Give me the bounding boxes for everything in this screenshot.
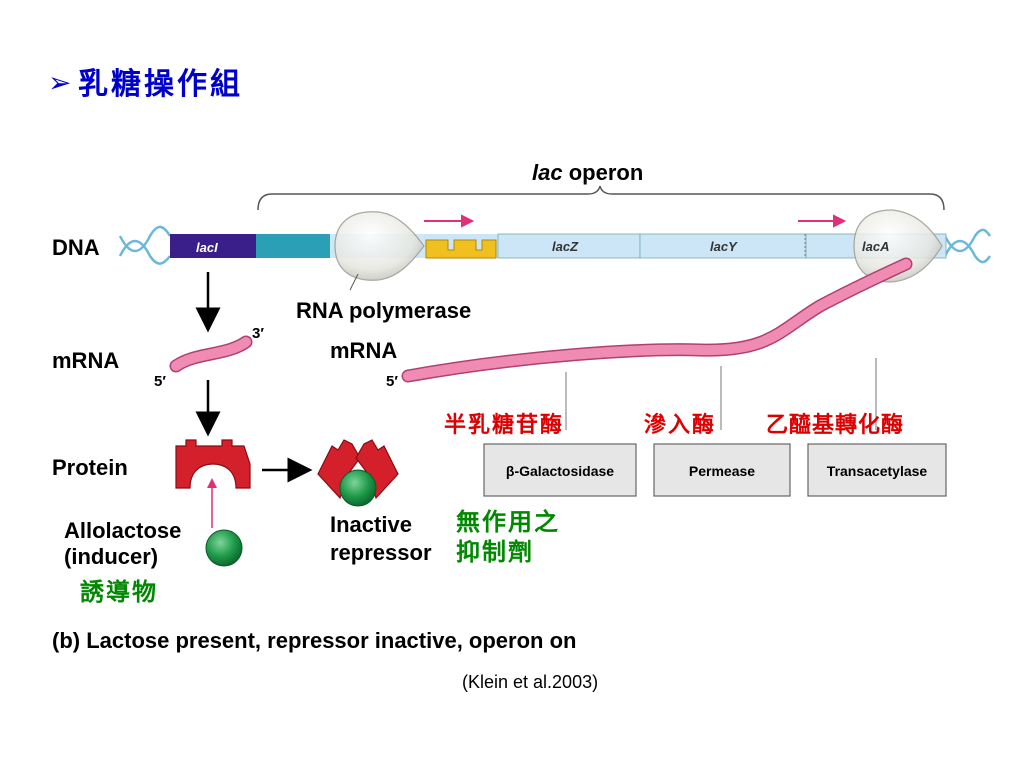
mrna-right-label: mRNA xyxy=(330,338,397,363)
inactive-cn-line2: 抑制劑 xyxy=(456,537,534,566)
enzyme-galactosidase-label: β-Galactosidase xyxy=(506,463,614,479)
lacy-label: lacY xyxy=(710,239,738,254)
rna-polymerase-label: RNA polymerase xyxy=(296,298,471,323)
rna-polymerase-left xyxy=(334,211,425,281)
protein-label: Protein xyxy=(52,455,128,480)
laci-segment xyxy=(170,234,256,258)
lacz-label: lacZ xyxy=(552,239,579,254)
mrna-left-3prime: 3′ xyxy=(252,325,264,342)
repressor-label: repressor xyxy=(330,540,432,565)
dna-label: DNA xyxy=(52,235,100,260)
inducer-label: (inducer) xyxy=(64,544,158,569)
promoter-segment xyxy=(256,234,330,258)
title-bullet: ➢ xyxy=(48,66,71,99)
repressor-protein xyxy=(175,439,251,489)
inactive-label: Inactive xyxy=(330,512,412,537)
mrna-left-label: mRNA xyxy=(52,348,119,373)
allolactose-molecule xyxy=(205,529,243,567)
mrna-left-5prime: 5′ xyxy=(154,373,166,390)
mrna-right-5prime: 5′ xyxy=(386,373,398,390)
slide-title: 乳糖操作組 xyxy=(78,67,243,102)
enzyme-box-transacetylase xyxy=(807,443,947,497)
allolactose-label: Allolactose xyxy=(64,518,181,543)
enzyme-transacetylase-label: Transacetylase xyxy=(827,463,928,479)
inactive-repressor xyxy=(317,439,399,507)
enzyme-permease-label: Permease xyxy=(689,463,755,479)
enzyme-cn-galactosidase: 半乳糖苷酶 xyxy=(444,412,564,438)
enzyme-box-permease xyxy=(653,443,791,497)
transcription-arrow-right xyxy=(798,214,847,228)
dna-helix-left xyxy=(118,225,172,265)
inactive-cn-line1: 無作用之 xyxy=(456,507,560,536)
mrna-long xyxy=(401,257,913,383)
lacy-segment xyxy=(639,233,807,259)
dna-helix-right xyxy=(943,228,992,264)
enzyme-cn-permease: 滲入酶 xyxy=(644,412,716,438)
operon-bracket xyxy=(257,185,945,211)
enzyme-box-galactosidase xyxy=(483,443,637,497)
inducer-cn-label: 誘導物 xyxy=(80,577,158,606)
enzyme-cn-transacetylase: 乙醯基轉化酶 xyxy=(766,412,904,438)
citation: (Klein et al.2003) xyxy=(462,672,598,692)
laca-label: lacA xyxy=(862,239,889,254)
operon-label: lac operon xyxy=(532,160,643,185)
operator-site xyxy=(425,239,497,259)
transcription-arrow-left xyxy=(424,214,475,228)
figure-caption: (b) Lactose present, repressor inactive,… xyxy=(52,628,576,653)
laci-label: lacI xyxy=(196,240,218,255)
